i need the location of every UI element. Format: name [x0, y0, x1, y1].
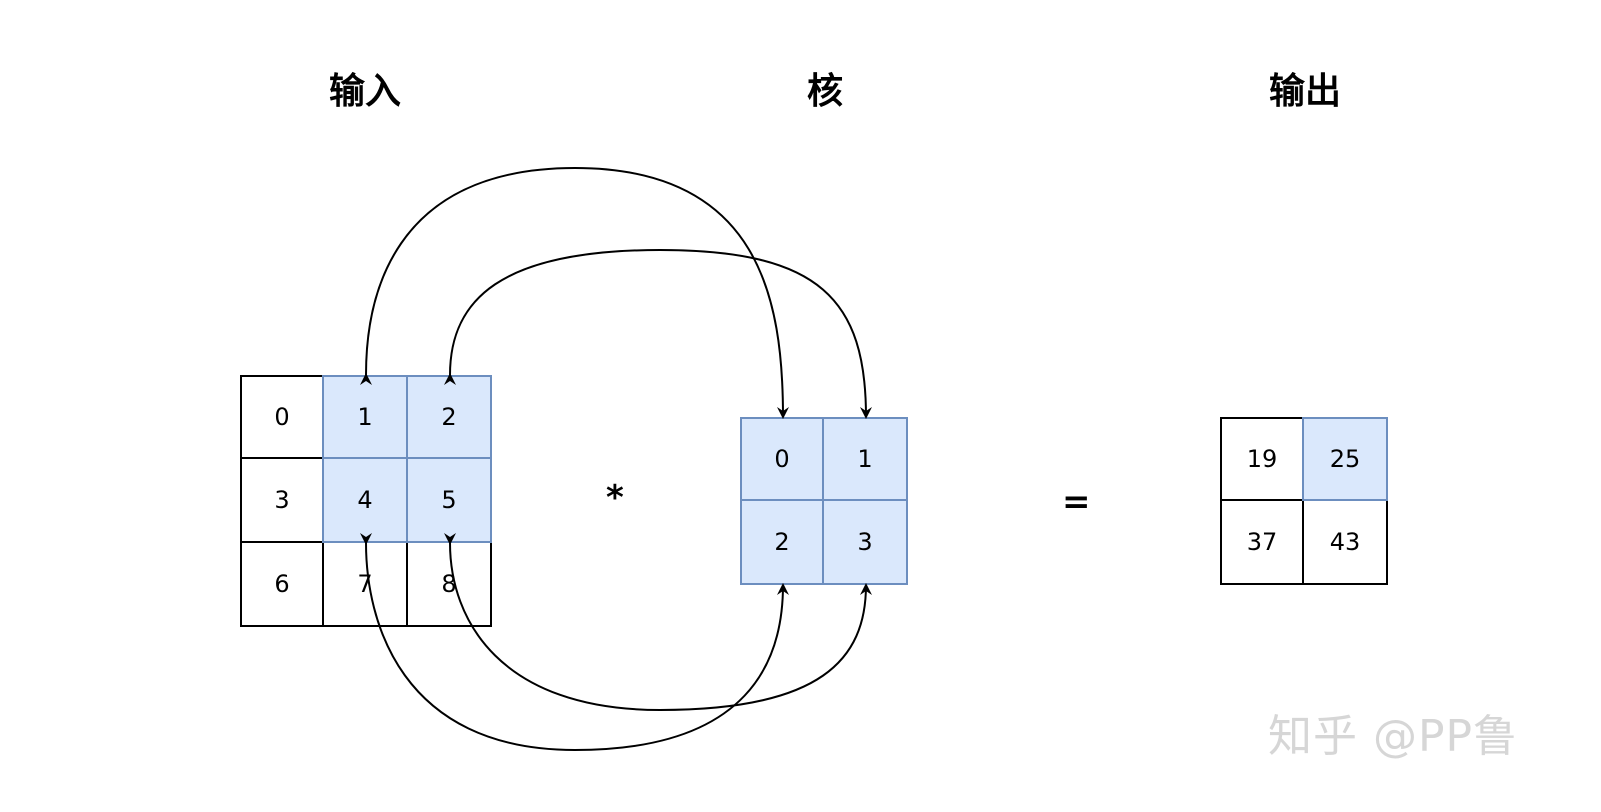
convolution-operator: *	[606, 478, 624, 518]
arrow-input2-kernel1	[443, 248, 872, 419]
input-cell: 7	[322, 541, 408, 627]
kernel-cell: 2	[740, 499, 824, 585]
kernel-cell: 3	[822, 499, 908, 585]
input-cell: 8	[406, 541, 492, 627]
input-cell: 3	[240, 457, 324, 543]
output-cell: 19	[1220, 417, 1304, 501]
kernel-cell: 0	[740, 417, 824, 501]
output-cell: 25	[1302, 417, 1388, 501]
input-cell: 4	[322, 457, 408, 543]
input-cell: 1	[322, 375, 408, 459]
output-cell: 37	[1220, 499, 1304, 585]
output-title: 输出	[1268, 71, 1341, 112]
output-cell: 43	[1302, 499, 1388, 585]
input-cell: 6	[240, 541, 324, 627]
input-cell: 2	[406, 375, 492, 459]
input-cell: 0	[240, 375, 324, 459]
input-cell: 5	[406, 457, 492, 543]
kernel-cell: 1	[822, 417, 908, 501]
equals-operator: =	[1062, 482, 1091, 522]
watermark: 知乎 @PP鲁	[1268, 711, 1519, 762]
input-title: 输入	[328, 71, 401, 112]
kernel-title: 核	[806, 71, 843, 112]
